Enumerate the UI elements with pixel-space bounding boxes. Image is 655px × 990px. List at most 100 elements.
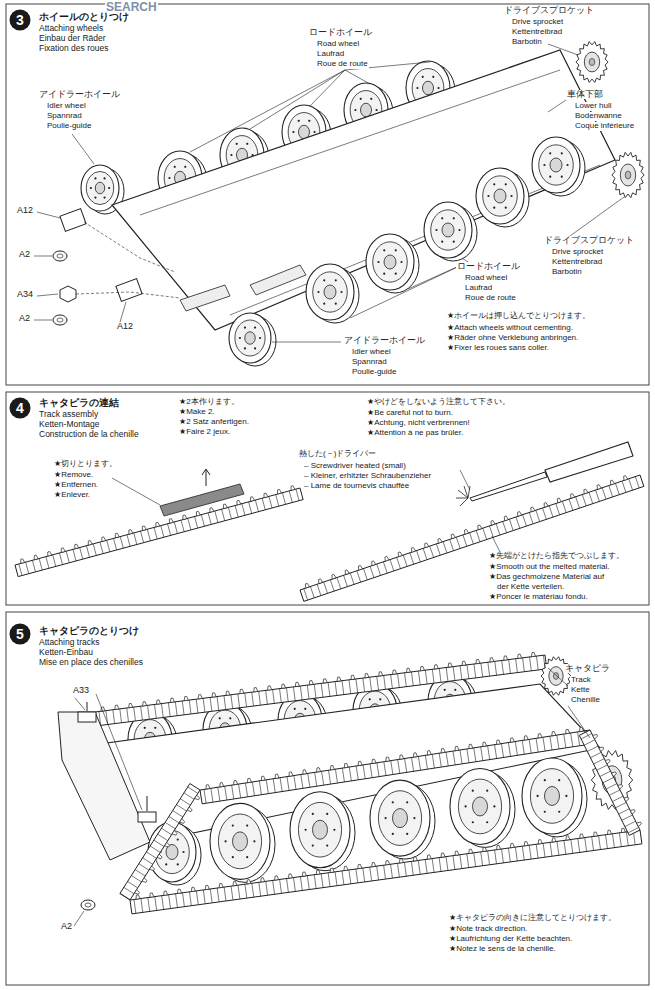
track-band — [120, 784, 200, 900]
guide-horn — [630, 810, 635, 814]
leader-line — [34, 256, 52, 257]
track-link — [169, 816, 179, 822]
track-link — [324, 582, 328, 593]
track-link — [242, 504, 245, 516]
track-link — [321, 683, 323, 697]
track-link — [571, 839, 573, 853]
part-label: Mise en place des chenilles — [38, 658, 144, 667]
hub — [442, 223, 454, 237]
bolt — [354, 109, 356, 111]
track-link — [259, 691, 261, 705]
track-link — [162, 896, 164, 910]
part-label: ★Räder ohne Verklebung anbringen. — [446, 334, 579, 343]
part-label: ★Poncer le matériau fondu. — [488, 593, 589, 602]
track-link — [293, 687, 295, 701]
bolt — [232, 856, 234, 858]
track-link — [150, 846, 160, 852]
guide-horn — [621, 828, 625, 832]
track-link — [217, 697, 219, 711]
bolt — [406, 833, 408, 835]
track-link — [349, 767, 351, 781]
road-wheel — [370, 780, 435, 859]
guide-horn — [593, 734, 598, 738]
leader-line — [37, 212, 60, 218]
track-link — [59, 553, 62, 565]
track-link — [550, 736, 552, 750]
track-link — [286, 688, 288, 702]
track-link — [626, 832, 628, 846]
track-link — [597, 765, 608, 770]
step-panel — [6, 392, 649, 605]
bolt — [230, 154, 232, 156]
hub — [384, 255, 396, 269]
bolt — [493, 207, 495, 209]
track-link — [384, 762, 386, 776]
track-link — [474, 748, 476, 762]
bolt — [298, 120, 300, 122]
guide-horn — [483, 742, 487, 746]
guide-horn — [240, 689, 244, 693]
track-link — [425, 755, 427, 769]
bolt — [544, 779, 546, 781]
guide-horn — [234, 780, 238, 784]
track-link — [619, 833, 621, 847]
rim — [458, 779, 501, 834]
guide-horn — [386, 757, 390, 761]
guide-horn — [580, 834, 584, 838]
track-link — [184, 793, 194, 799]
rim — [86, 171, 113, 204]
bolt — [90, 187, 92, 189]
step-number: 3 — [9, 9, 31, 31]
sprocket-hub — [620, 164, 635, 186]
heat-spark — [456, 498, 468, 499]
guide-horn — [323, 679, 327, 683]
track-link — [321, 874, 323, 888]
bolt — [326, 813, 328, 815]
track-link — [446, 668, 448, 682]
guide-horn — [291, 486, 295, 491]
track-link — [273, 779, 275, 793]
guide-horn — [427, 751, 431, 755]
guide-horn — [303, 770, 307, 774]
track-link — [522, 740, 524, 754]
track-link — [590, 752, 601, 757]
rim — [298, 802, 341, 857]
part-label: Ketten-Einbau — [38, 648, 94, 657]
track-link — [489, 526, 493, 537]
part-label: Fixation des roues — [38, 44, 109, 53]
track-link — [210, 889, 212, 903]
part-label: ホイールのとりつけ — [38, 12, 130, 22]
track-link — [282, 493, 285, 505]
track-link — [609, 790, 620, 795]
track-run — [300, 475, 644, 601]
guide-horn — [504, 656, 508, 660]
track-link — [255, 500, 258, 512]
leader-line — [120, 302, 126, 322]
bolt — [549, 176, 551, 178]
guide-horn — [441, 748, 445, 752]
track-link — [222, 509, 225, 521]
track-link — [417, 551, 421, 562]
track-link — [529, 512, 533, 523]
guide-horn — [455, 746, 459, 750]
track-link — [377, 763, 379, 777]
guide-horn — [624, 476, 628, 481]
track-link — [224, 696, 226, 710]
track-link — [529, 845, 531, 859]
bolt — [493, 183, 495, 185]
track-link — [308, 773, 310, 787]
bolt — [472, 790, 474, 792]
track-link — [134, 899, 136, 913]
track-link — [280, 879, 282, 893]
track-link — [470, 533, 474, 544]
guide-horn — [611, 772, 616, 776]
fit-arrow — [87, 702, 147, 811]
bolt — [453, 241, 455, 243]
track-link — [188, 787, 198, 793]
track-link — [391, 864, 393, 878]
guide-horn — [434, 665, 438, 669]
part-label: ★2 Satz anfertigen. — [178, 418, 250, 427]
sprocket-hub — [584, 52, 599, 72]
track-link — [398, 760, 400, 774]
screwdriver-shaft — [470, 472, 547, 501]
